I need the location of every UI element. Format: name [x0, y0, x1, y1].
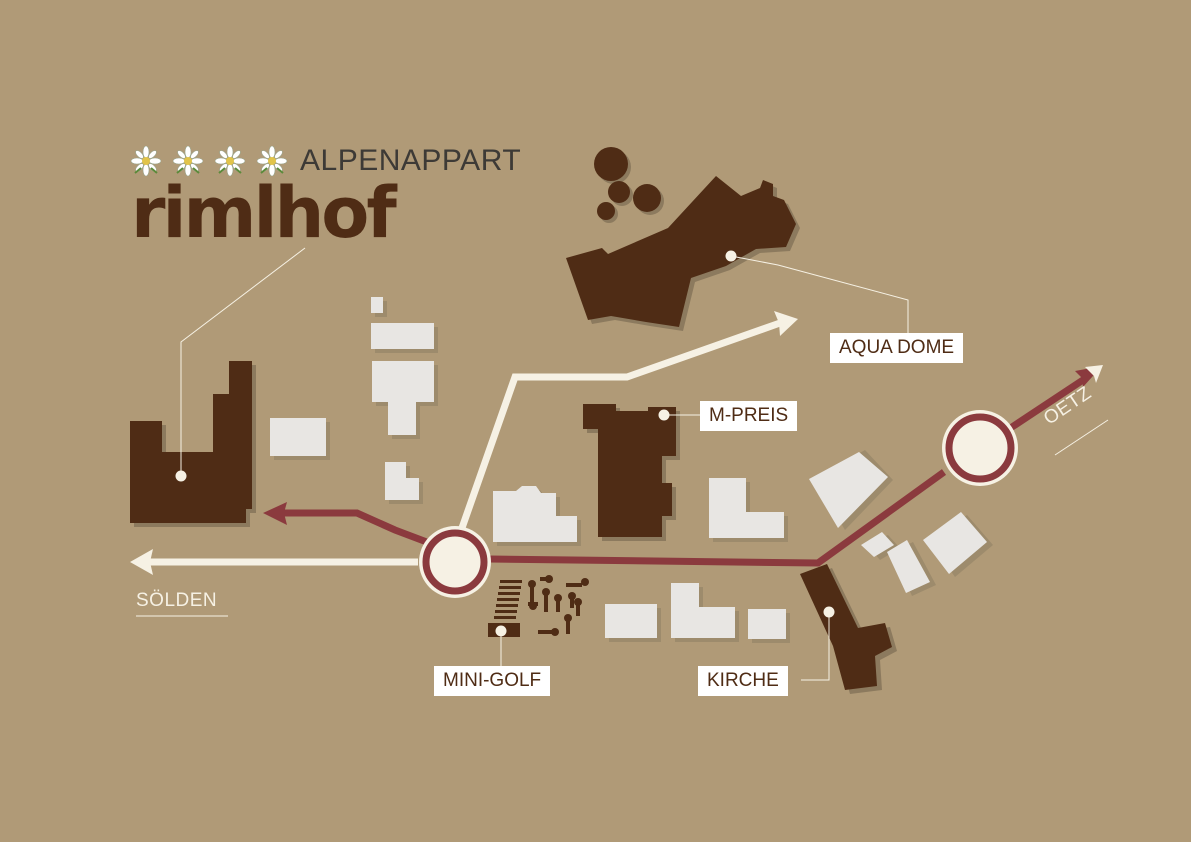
brand-logo-name: rimlhof [131, 172, 397, 254]
edelweiss-icon [257, 146, 287, 176]
m-preis-building [583, 404, 676, 537]
rimlhof-building [130, 361, 252, 523]
label-aqua-dome: AQUA DOME [830, 333, 964, 363]
aqua-dome-building [566, 176, 796, 327]
rating-flowers [131, 146, 287, 176]
brand-subtitle: ALPENAPPART [300, 144, 522, 177]
label-m-preis: M-PREIS [700, 401, 798, 431]
edelweiss-icon [173, 146, 203, 176]
highlighted-buildings [130, 147, 897, 694]
m-preis-marker [658, 409, 670, 421]
roundabout-east [942, 410, 1018, 486]
arrow-to-aqua-dome [774, 311, 798, 336]
roundabout-west [419, 526, 491, 598]
kirche-marker [823, 606, 835, 618]
label-kirche: KIRCHE [698, 666, 788, 696]
kirche-building [800, 564, 892, 690]
aqua-dome-marker [725, 250, 737, 262]
oetz-underline [1054, 419, 1109, 456]
main-road [280, 375, 1088, 567]
location-dots [175, 250, 835, 637]
secondary-road [147, 319, 782, 566]
edelweiss-icon [131, 146, 161, 176]
label-mini-golf: MINI-GOLF [434, 666, 551, 696]
mini-golf-marker [495, 625, 507, 637]
callout-lines [180, 247, 909, 681]
rimlhof-marker [175, 470, 187, 482]
edelweiss-icon [215, 146, 245, 176]
other-buildings [270, 297, 993, 643]
arrow-to-rimlhof [263, 502, 287, 525]
label-soelden: SÖLDEN [136, 590, 218, 611]
arrow-to-soelden [130, 549, 153, 575]
arrow-to-oetz-tip [1085, 365, 1103, 383]
aqua-dome-pools [594, 147, 664, 223]
